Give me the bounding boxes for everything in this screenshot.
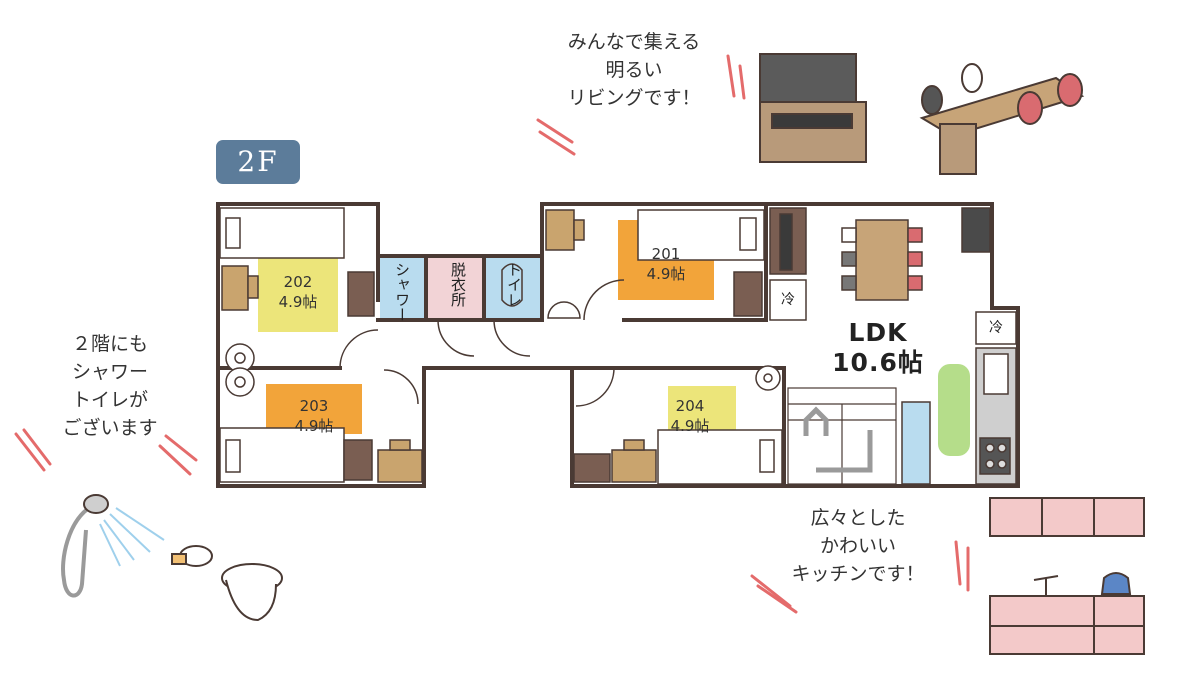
bath-note-line-2: シャワー [71, 361, 148, 383]
shower-label: シャワー [393, 262, 411, 322]
kitchen-note-line-3: キッチンです！ [791, 563, 925, 585]
kitchen-illustration [989, 497, 1145, 655]
fridge-label-2: 冷 [989, 320, 1003, 336]
stairs [787, 387, 897, 485]
room-201-label: 201 4.9帖 [626, 244, 706, 284]
ldk-name: LDK [848, 318, 908, 347]
living-note: みんなで集える 明るい リビングです！ [548, 28, 720, 112]
living-note-line-1: みんなで集える [567, 31, 701, 53]
dressing-label: 脱衣所 [449, 262, 467, 307]
room-201-number: 201 [651, 245, 681, 263]
living-note-line-2: 明るい [605, 59, 663, 81]
ldk-furniture [769, 207, 1017, 485]
shower-zone [380, 258, 426, 320]
room-203-size: 4.9帖 [294, 417, 334, 435]
accent-strokes [14, 54, 970, 614]
room-203-zone [266, 384, 362, 434]
ldk-label: LDK 10.6帖 [818, 318, 938, 378]
floor-badge: 2F [216, 140, 300, 184]
room-203-number: 203 [299, 397, 329, 415]
room-202-label: 202 4.9帖 [262, 272, 334, 312]
room-204-number: 204 [675, 397, 705, 415]
kitchen-note: 広々とした かわいい キッチンです！ [772, 504, 944, 588]
kitchen-note-line-1: 広々とした [810, 507, 906, 529]
dining-illustration [919, 63, 1085, 175]
walls [216, 202, 1020, 488]
desks [221, 209, 763, 483]
shower-toilet-illustration [61, 494, 283, 622]
bath-note-line-4: ございます [62, 417, 158, 439]
bath-note-line-1: ２階にも [71, 333, 148, 355]
toilet-zone [486, 258, 542, 320]
room-202-number: 202 [283, 273, 313, 291]
dressing-zone [428, 258, 484, 320]
ldk-size: 10.6帖 [832, 348, 924, 377]
room-204-zone [668, 386, 736, 436]
room-203-label: 203 4.9帖 [276, 396, 352, 436]
room-204-size: 4.9帖 [670, 417, 710, 435]
room-204-label: 204 4.9帖 [656, 396, 724, 436]
tv-illustration [759, 53, 867, 163]
room-201-size: 4.9帖 [646, 265, 686, 283]
bath-note: ２階にも シャワー トイレが ございます [40, 330, 180, 442]
room-202-zone [258, 258, 338, 332]
living-note-line-3: リビングです！ [567, 87, 701, 109]
toilet-label: トイレ [505, 262, 523, 307]
room-202-size: 4.9帖 [278, 293, 318, 311]
kitchen-note-line-2: かわいい [819, 535, 896, 557]
beds [219, 207, 783, 485]
sinks [225, 263, 781, 397]
fridge-label-1: 冷 [781, 292, 795, 308]
doors [339, 279, 625, 407]
bath-note-line-3: トイレが [71, 389, 148, 411]
